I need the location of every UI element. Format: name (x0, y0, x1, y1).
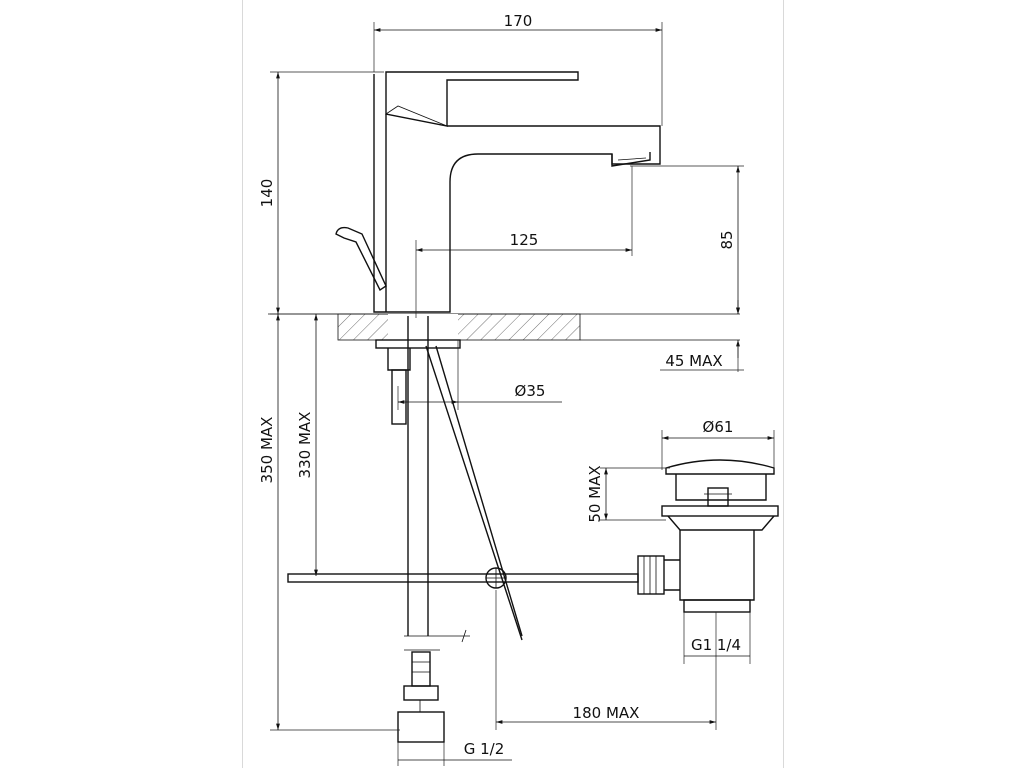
faucet-body (335, 71, 661, 313)
dim-350-max: 350 MAX (258, 417, 276, 484)
dimension-lines (270, 22, 775, 766)
dim-45-max: 45 MAX (665, 352, 722, 370)
dim-140: 140 (258, 179, 276, 208)
dim-180-max: 180 MAX (573, 704, 640, 722)
dim-thread-g1-1-4: G1 1/4 (691, 636, 741, 654)
dim-85: 85 (718, 230, 736, 249)
hoses-and-rod (287, 316, 639, 743)
dim-125: 125 (510, 231, 539, 249)
dim-330-max: 330 MAX (296, 412, 314, 479)
dim-hole-35: Ø35 (515, 382, 546, 400)
dim-waste-50-max: 50 MAX (586, 465, 604, 522)
dim-thread-g-1-2: G 1/2 (464, 740, 505, 758)
waste-drain (637, 459, 779, 613)
countertop (268, 313, 740, 425)
dim-170: 170 (504, 12, 533, 30)
drawing-sheet (242, 0, 784, 768)
dim-waste-61: Ø61 (703, 418, 734, 436)
dimension-labels: 170 140 125 85 45 MAX Ø35 Ø61 50 MAX 350… (258, 12, 741, 758)
